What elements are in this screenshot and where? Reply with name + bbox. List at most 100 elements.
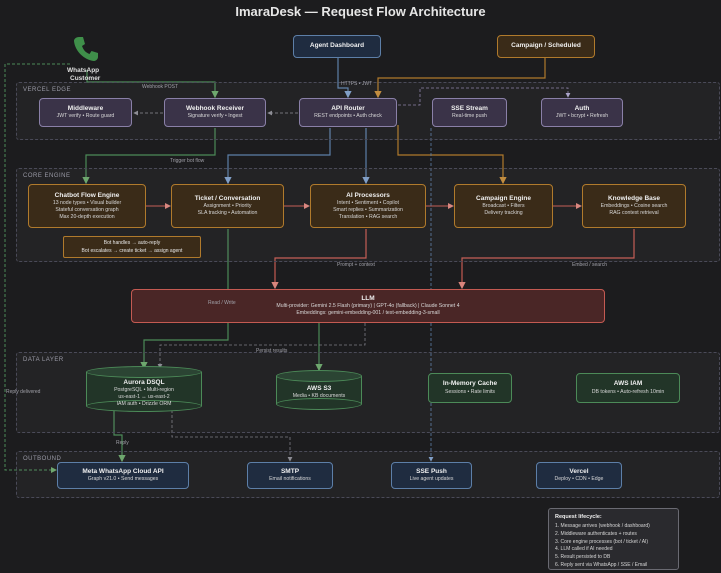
- webhook-receiver-title: Webhook Receiver: [185, 104, 245, 112]
- meta-whatsapp-api-node[interactable]: Meta WhatsApp Cloud API Graph v21.0 • Se…: [57, 462, 189, 489]
- s3-title: AWS S3: [306, 385, 332, 392]
- cache-title: In-Memory Cache: [442, 380, 498, 388]
- phone-icon: [70, 33, 102, 65]
- sse-push-title: SSE Push: [416, 467, 447, 475]
- region-vercel-edge: [16, 82, 720, 140]
- chatbot-flow-engine-node[interactable]: Chatbot Flow Engine 13 node types • Visu…: [28, 184, 146, 228]
- aurora-line-1: PostgreSQL • Multi-region: [114, 387, 174, 394]
- vercel-sub: Deploy • CDN • Edge: [554, 476, 604, 483]
- edge-dashboard-router: [337, 58, 352, 99]
- lifecycle-item: 5. Result persisted to DB: [555, 554, 611, 560]
- auth-title: Auth: [574, 104, 590, 112]
- llm-node[interactable]: LLM Multi-provider: Gemini 2.5 Flash (pr…: [131, 289, 605, 323]
- edge-aurora-smtp: [171, 410, 293, 462]
- edge-kb-llm: [458, 229, 635, 290]
- aurora-line-3: IAM auth • Drizzle ORM: [116, 400, 172, 407]
- lifecycle-item: 1. Message arrives (webhook / dashboard): [555, 523, 650, 529]
- ai-line-1: Intent • Sentiment • Copilot: [337, 200, 399, 207]
- campaign-engine-node[interactable]: Campaign Engine Broadcast • Filters Deli…: [454, 184, 553, 228]
- agent-dashboard-node[interactable]: Agent Dashboard: [293, 35, 381, 58]
- llm-line-1: Multi-provider: Gemini 2.5 Flash (primar…: [276, 303, 460, 310]
- llm-title: LLM: [361, 295, 375, 303]
- label-prompt-context: Prompt + context: [337, 262, 375, 268]
- chatbot-line-3: Max 20-depth execution: [59, 213, 115, 220]
- aws-s3-node[interactable]: AWS S3 Media • KB documents: [276, 370, 362, 410]
- label-https-jwt: HTTPS • JWT: [341, 81, 373, 87]
- kb-line-2: RAG context retrieval: [609, 210, 659, 217]
- edge-router-auth: [398, 87, 571, 106]
- api-router-node[interactable]: API Router REST endpoints • Auth check: [299, 98, 397, 127]
- auth-node[interactable]: Auth JWT • bcrypt • Refresh: [541, 98, 623, 127]
- campaign-engine-title: Campaign Engine: [476, 195, 531, 203]
- middleware-node[interactable]: Middleware JWT verify • Route guard: [39, 98, 132, 127]
- agent-dashboard-title: Agent Dashboard: [309, 42, 365, 50]
- lifecycle-item: 2. Middleware authenticates + routes: [555, 530, 637, 537]
- edge-ticket-aurora: [140, 229, 229, 370]
- auth-sub: JWT • bcrypt • Refresh: [555, 113, 609, 120]
- customer-label-2: Customer: [70, 75, 101, 82]
- region-vercel-edge-label: VERCEL EDGE: [23, 87, 71, 93]
- bot-note-line-1: Bot handles → auto-reply: [103, 240, 161, 246]
- in-memory-cache-node[interactable]: In-Memory Cache Sessions • Rate limits: [428, 373, 512, 403]
- aurora-title: Aurora DSQL: [123, 379, 165, 386]
- sse-stream-node[interactable]: SSE Stream Real-time push: [432, 98, 507, 127]
- region-outbound: [16, 451, 720, 498]
- page-title: ImaraDesk — Request Flow Architecture: [235, 4, 486, 19]
- edge-webhook-chatbot: [82, 128, 216, 185]
- ai-line-2: Smart replies • Summarization: [333, 206, 403, 213]
- middleware-sub: JWT verify • Route guard: [56, 113, 115, 120]
- cache-sub: Sessions • Rate limits: [445, 388, 495, 395]
- api-router-title: API Router: [331, 104, 365, 112]
- region-data-layer-label: DATA LAYER: [23, 357, 64, 363]
- ai-processors-node[interactable]: AI Processors Intent • Sentiment • Copil…: [310, 184, 426, 228]
- lifecycle-item: 4. LLM called if AI needed: [555, 546, 613, 553]
- label-reply-delivered: Reply delivered: [6, 389, 41, 395]
- ticket-line-2: SLA tracking • Automation: [197, 210, 258, 217]
- middleware-title: Middleware: [67, 104, 104, 112]
- edge-reply-loop: [4, 63, 70, 473]
- sse-push-node[interactable]: SSE Push Live agent updates: [391, 462, 472, 489]
- edge-ai-llm: [271, 229, 367, 290]
- llm-line-2: Embeddings: gemini-embedding-001 / text-…: [296, 310, 440, 317]
- aurora-dsql-node[interactable]: Aurora DSQL PostgreSQL • Multi-region us…: [86, 366, 202, 412]
- kb-title: Knowledge Base: [607, 195, 660, 203]
- lifecycle-title: Request lifecycle:: [555, 514, 602, 520]
- edge-persist: [157, 323, 366, 369]
- region-core-engine-label: CORE ENGINE: [23, 173, 71, 179]
- label-reply: Reply: [116, 440, 129, 446]
- smtp-node[interactable]: SMTP Email notifications: [247, 462, 333, 489]
- chatbot-line-1: 13 node types • Visual builder: [52, 200, 122, 207]
- vercel-node[interactable]: Vercel Deploy • CDN • Edge: [536, 462, 622, 489]
- meta-api-title: Meta WhatsApp Cloud API: [82, 467, 164, 475]
- customer-label-1: WhatsApp: [67, 67, 100, 74]
- sse-push-sub: Live agent updates: [409, 476, 454, 483]
- webhook-receiver-node[interactable]: Webhook Receiver Signature verify • Inge…: [164, 98, 266, 127]
- knowledge-base-node[interactable]: Knowledge Base Embeddings • Cosine searc…: [582, 184, 686, 228]
- sse-stream-sub: Real-time push: [452, 113, 487, 120]
- bot-note-line-2: Bot escalates → create ticket → assign a…: [81, 247, 183, 254]
- chatbot-title: Chatbot Flow Engine: [54, 191, 120, 199]
- ai-title: AI Processors: [346, 191, 390, 199]
- edge-campaign-router: [374, 58, 546, 99]
- meta-api-sub: Graph v21.0 • Send messages: [87, 476, 159, 483]
- campaign-scheduled-title: Campaign / Scheduled: [511, 42, 581, 50]
- s3-sub: Media • KB documents: [292, 393, 346, 400]
- label-trigger-bot: Trigger bot flow: [170, 158, 205, 164]
- chatbot-line-2: Stateful conversation graph: [55, 206, 119, 213]
- aws-iam-node[interactable]: AWS IAM DB tokens • Auto-refresh 10min: [576, 373, 680, 403]
- label-persist: Persist results: [256, 348, 288, 354]
- region-outbound-label: OUTBOUND: [23, 456, 62, 462]
- aurora-line-2: us-east-1 ↔ us-east-2: [118, 394, 170, 401]
- campaign-scheduled-node[interactable]: Campaign / Scheduled: [497, 35, 595, 58]
- ticket-conversation-node[interactable]: Ticket / Conversation Assignment • Prior…: [171, 184, 284, 228]
- region-data-layer: [16, 352, 720, 433]
- campaign-engine-line-1: Broadcast • Filters: [482, 203, 525, 210]
- sse-stream-title: SSE Stream: [451, 104, 488, 112]
- edge-router-ticket: [224, 128, 331, 185]
- label-read-write: Read / Write: [208, 300, 236, 306]
- bot-handling-note: Bot handles → auto-reply Bot escalates →…: [63, 236, 201, 258]
- lifecycle-item: 3. Core engine processes (bot / ticket /…: [555, 538, 649, 545]
- label-webhook-post: Webhook POST: [142, 84, 179, 90]
